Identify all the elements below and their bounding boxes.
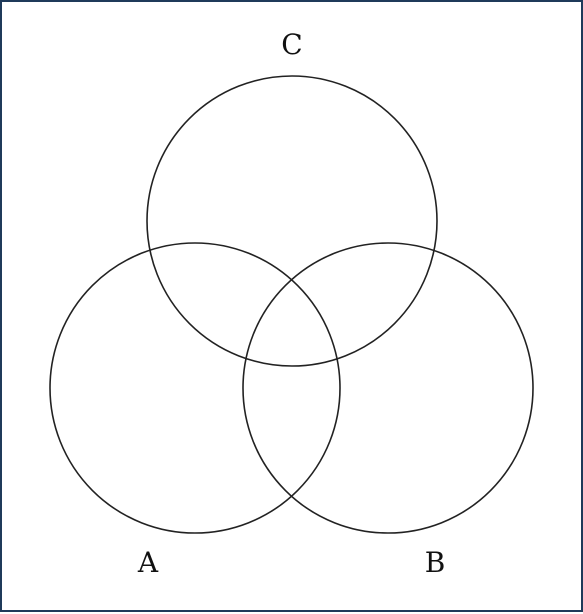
set-c-circle bbox=[146, 75, 438, 367]
set-b-circle bbox=[242, 242, 534, 534]
set-a-circle bbox=[49, 242, 341, 534]
set-a-label: A bbox=[137, 546, 159, 579]
set-c-label: C bbox=[281, 28, 302, 61]
set-b-label: B bbox=[425, 546, 446, 579]
